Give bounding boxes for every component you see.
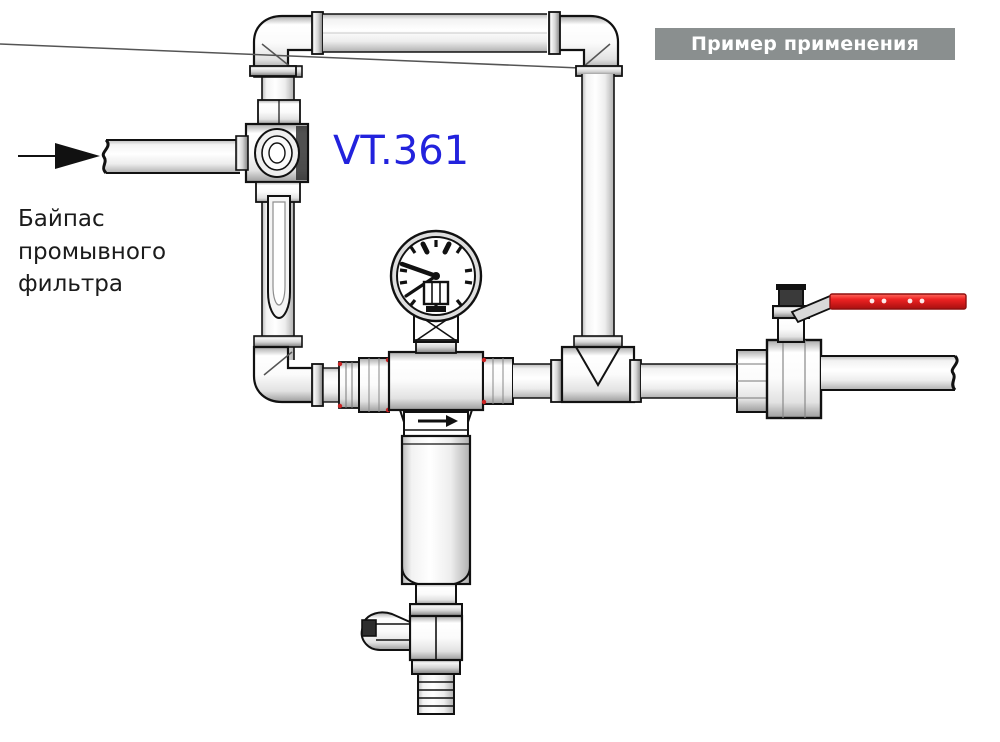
product-label: VT.361 <box>333 128 470 174</box>
inlet-flow-arrow <box>18 143 100 169</box>
bypass-caption-line-3: фильтра <box>18 271 123 298</box>
outlet-ball-valve[interactable] <box>736 284 967 420</box>
inlet-pipe <box>101 138 240 175</box>
bypass-caption-line-1: Байпас <box>18 206 105 232</box>
flush-filter <box>387 339 514 605</box>
drain-valve[interactable] <box>360 603 464 715</box>
title-banner-text: Пример применения <box>691 33 919 55</box>
filter-to-tee-pipe <box>513 359 563 403</box>
union-fitting-left <box>322 357 391 413</box>
elbow-top-left <box>249 11 324 77</box>
title-banner: Пример применения <box>655 28 955 60</box>
elbow-bottom-left <box>252 345 324 407</box>
valve-handle-red[interactable] <box>829 293 967 310</box>
tee-fitting <box>560 345 642 404</box>
bypass-ball-valve[interactable] <box>235 99 310 320</box>
bypass-top-pipe <box>323 13 547 53</box>
bypass-return-pipe <box>573 74 623 348</box>
bypass-caption-line-2: промывного <box>18 238 167 265</box>
outlet-pipe <box>821 354 959 391</box>
tee-to-valve-pipe <box>641 363 737 399</box>
bypass-caption: Байпас промывного фильтра <box>18 203 166 301</box>
filter-flow-arrow <box>418 415 458 427</box>
hose-barb <box>417 673 455 715</box>
pressure-gauge <box>389 229 483 343</box>
